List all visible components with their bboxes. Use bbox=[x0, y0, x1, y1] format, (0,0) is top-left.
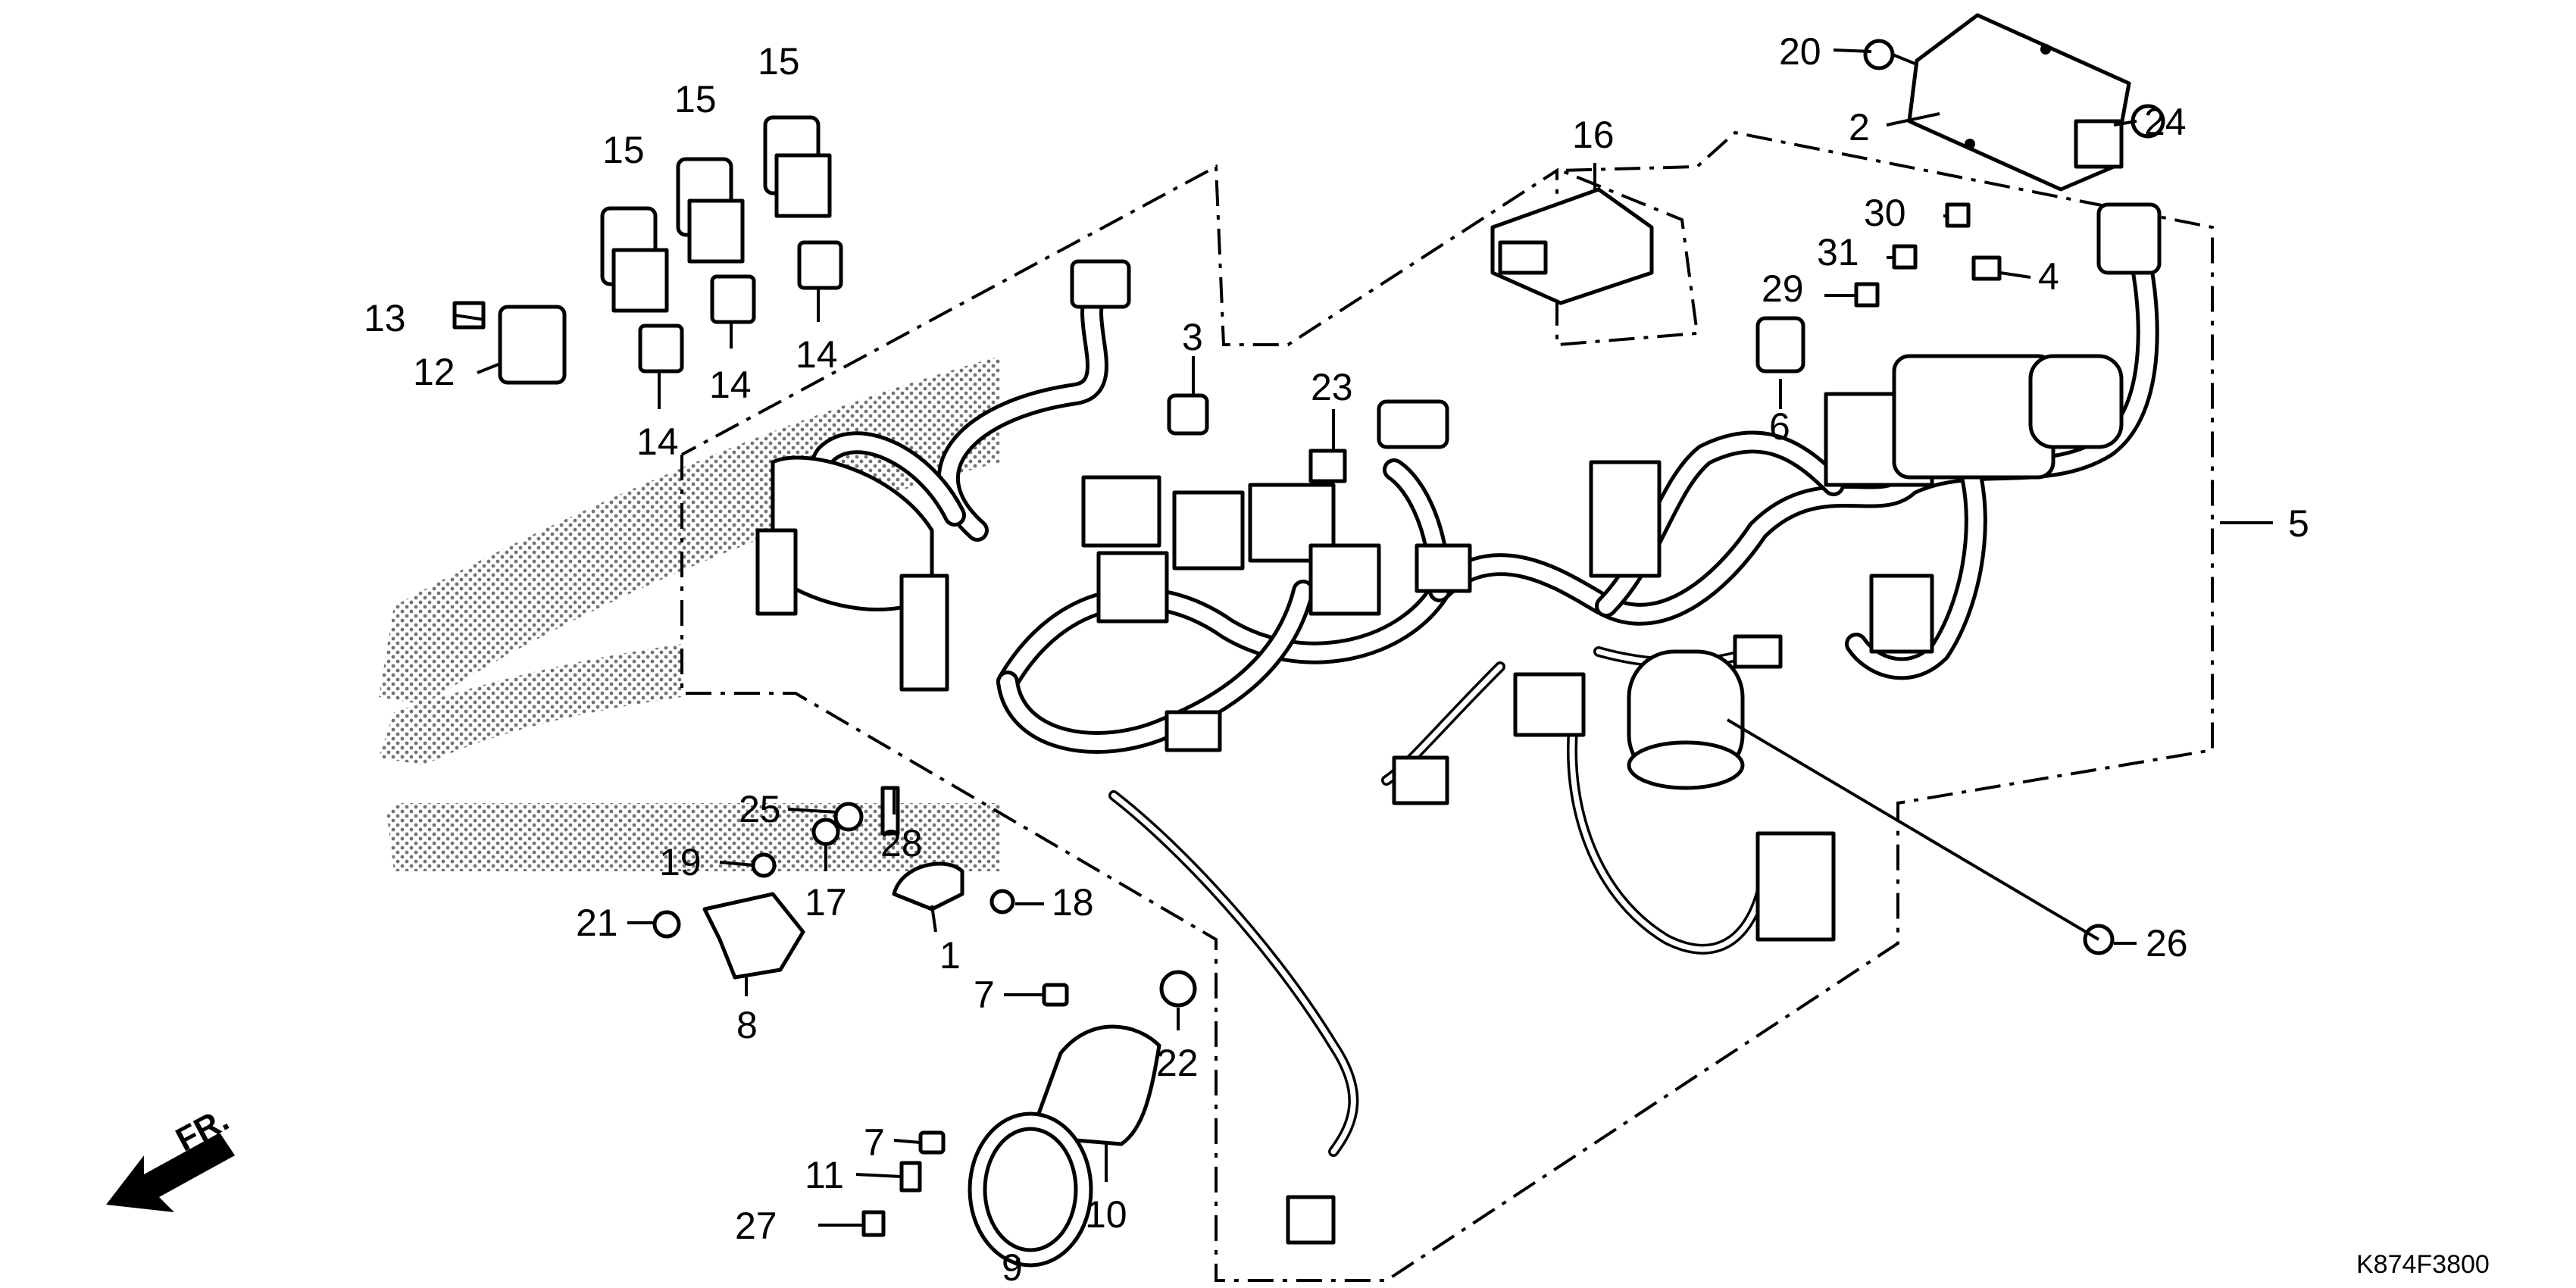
callout-21: 21 bbox=[576, 902, 618, 944]
callout-2: 2 bbox=[1849, 106, 1870, 148]
callout-24: 24 bbox=[2144, 101, 2187, 143]
callout-28: 28 bbox=[880, 822, 923, 864]
callout-3: 3 bbox=[1182, 316, 1203, 358]
callout-16: 16 bbox=[1572, 114, 1615, 156]
callout-14-middle: 14 bbox=[709, 364, 752, 406]
callout-15-left: 15 bbox=[602, 129, 645, 171]
callout-22: 22 bbox=[1156, 1042, 1199, 1084]
callout-7-upper: 7 bbox=[974, 974, 995, 1016]
callout-18: 18 bbox=[1052, 881, 1094, 924]
callout-1: 1 bbox=[939, 934, 961, 977]
callout-30: 30 bbox=[1864, 192, 1906, 234]
callout-23: 23 bbox=[1311, 366, 1353, 408]
callout-numbers: 1 2 3 4 5 6 7 7 8 9 10 11 12 13 14 14 14… bbox=[364, 30, 2309, 1288]
callout-15-right: 15 bbox=[758, 40, 800, 83]
callout-6: 6 bbox=[1769, 405, 1790, 448]
callout-13: 13 bbox=[364, 297, 406, 339]
callout-5: 5 bbox=[2288, 502, 2309, 545]
callout-7-lower: 7 bbox=[864, 1121, 885, 1164]
front-arrow-icon: FR. bbox=[106, 1101, 235, 1212]
callout-14-right: 14 bbox=[796, 333, 838, 376]
callout-31: 31 bbox=[1817, 231, 1859, 274]
parts bbox=[452, 13, 2165, 1268]
callout-15-middle: 15 bbox=[674, 78, 717, 120]
callout-10: 10 bbox=[1085, 1193, 1127, 1236]
callout-27: 27 bbox=[735, 1205, 777, 1247]
callout-14-left: 14 bbox=[636, 420, 679, 463]
callout-9: 9 bbox=[1002, 1246, 1023, 1288]
part-code: K874F3800 bbox=[2356, 1250, 2490, 1279]
callout-4: 4 bbox=[2038, 255, 2059, 298]
callout-8: 8 bbox=[736, 1004, 758, 1046]
callout-17: 17 bbox=[805, 881, 847, 924]
callout-26: 26 bbox=[2146, 922, 2188, 964]
wire-harness bbox=[755, 202, 2162, 1245]
callout-20: 20 bbox=[1779, 30, 1821, 73]
callout-25: 25 bbox=[739, 788, 781, 830]
callout-12: 12 bbox=[413, 351, 455, 393]
callout-19: 19 bbox=[659, 841, 702, 883]
leader-lines bbox=[454, 48, 2273, 1266]
callout-29: 29 bbox=[1762, 267, 1804, 310]
callout-11: 11 bbox=[805, 1154, 844, 1196]
harness-boundary bbox=[680, 130, 2214, 1282]
